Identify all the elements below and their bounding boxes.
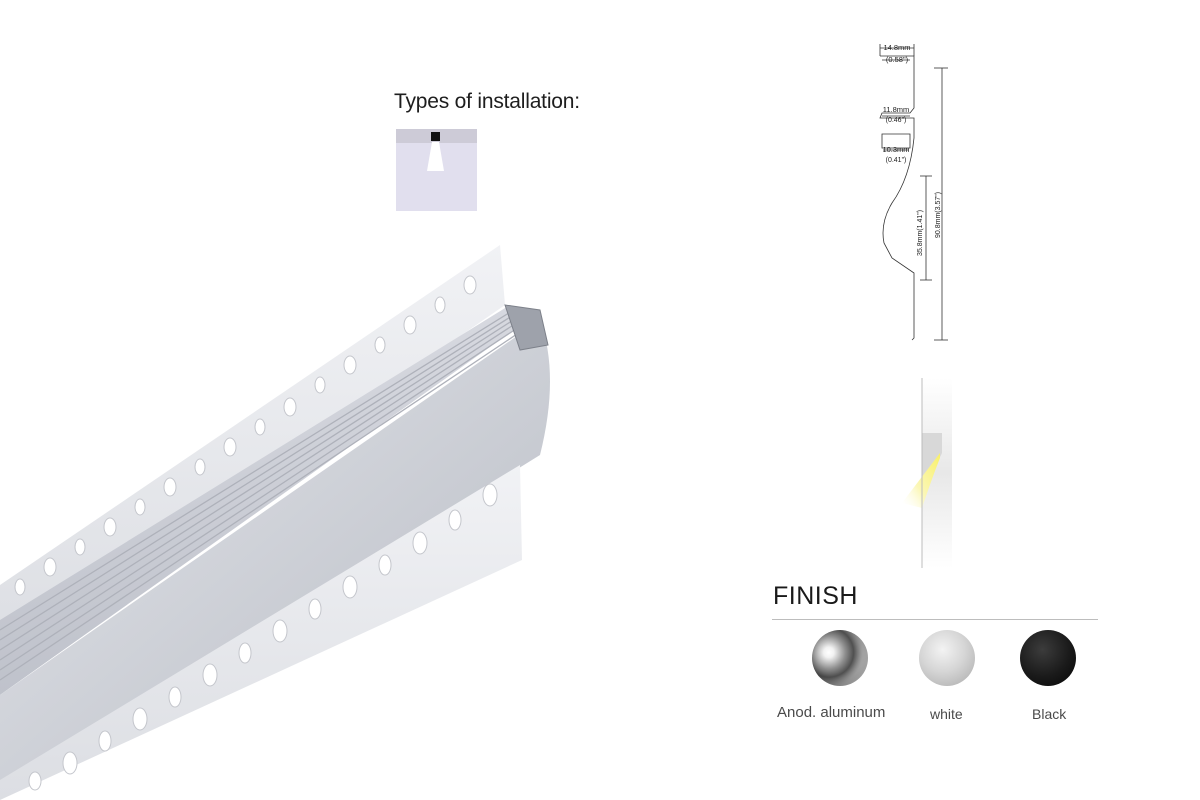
dim-mid-width-inches: (0.46")	[886, 117, 907, 124]
white-label: white	[930, 706, 963, 722]
dim-inner-width: 10.3mm	[882, 145, 909, 154]
installation-types-heading: Types of installation:	[394, 90, 580, 113]
anodized-aluminum-label: Anod. aluminum	[777, 704, 886, 721]
led-profile-render	[0, 245, 550, 800]
dim-mid-width: 11.8mm	[883, 105, 910, 114]
recessed-installation-thumbnail	[396, 129, 477, 211]
dim-total-height: 90.8mm(3.57")	[935, 192, 942, 238]
dim-inner-width-inches: (0.41")	[886, 157, 907, 164]
white-swatch	[919, 630, 975, 686]
finish-divider	[772, 619, 1098, 620]
dim-top-width-inches: (0.58")	[886, 55, 909, 64]
dim-curve-height: 35.8mm(1.41")	[917, 210, 924, 256]
light-effect-preview	[902, 378, 952, 568]
profile-cross-section-drawing: 14.8mm (0.58") 11.8mm (0.46") 10.3mm (0.…	[879, 43, 948, 341]
black-swatch	[1020, 630, 1076, 686]
dim-top-width: 14.8mm	[883, 43, 910, 52]
finish-heading: FINISH	[773, 582, 858, 610]
anodized-aluminum-swatch	[812, 630, 868, 686]
black-label: Black	[1032, 706, 1067, 722]
